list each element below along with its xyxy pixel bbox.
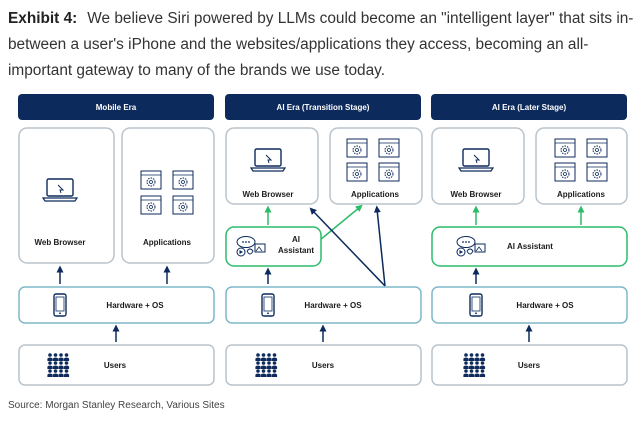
ai-assistant-box [431,226,628,267]
hardware-os-label: Hardware + OS [516,301,574,310]
exhibit-caption: Exhibit 4:We believe Siri powered by LLM… [8,6,634,84]
users-label: Users [312,361,335,370]
applications-box [121,127,215,264]
web-browser-label: Web Browser [451,190,502,199]
web-browser-label: Web Browser [243,190,294,199]
panel-header-text: AI Era (Later Stage) [492,103,567,112]
panel-header [225,94,421,120]
phone-icon [469,293,483,317]
phone-icon [261,293,275,317]
users-label: Users [104,361,127,370]
laptop-icon [42,178,78,202]
panel-header [431,94,627,120]
exhibit-label: Exhibit 4: [8,10,78,27]
laptop-icon [250,148,286,172]
ai-assistant-label: AI Assistant [507,242,553,251]
laptop-icon [458,148,494,172]
arrow-green-diag [319,204,363,241]
panel-ai-era-later: AI Era (Later Stage) Web Browser Applica… [431,94,628,386]
panel-header [18,94,214,120]
users-label: Users [518,361,541,370]
ai-assistant-label-line1: AI [292,235,300,244]
phone-icon [53,293,67,317]
applications-label: Applications [351,190,400,199]
arrow-bypass-to-apps [373,205,386,287]
arrow-bypass-to-browser [309,207,386,287]
panel-header-text: Mobile Era [96,103,137,112]
panel-header-text: AI Era (Transition Stage) [277,103,370,112]
web-browser-label: Web Browser [35,238,86,247]
applications-label: Applications [557,190,606,199]
hardware-os-box [225,286,422,324]
hardware-os-label: Hardware + OS [106,301,164,310]
source-note: Source: Morgan Stanley Research, Various… [8,400,225,411]
panel-mobile-era: Mobile Era Web Browser Applications Hard… [18,94,215,386]
applications-label: Applications [143,238,192,247]
ai-assistant-label-line2: Assistant [278,246,314,255]
hardware-os-box [18,286,215,324]
exhibit-text: We believe Siri powered by LLMs could be… [8,10,634,79]
hardware-os-label: Hardware + OS [304,301,362,310]
panel-ai-era-transition: AI Era (Transition Stage) Web Browser Ap… [225,94,423,386]
